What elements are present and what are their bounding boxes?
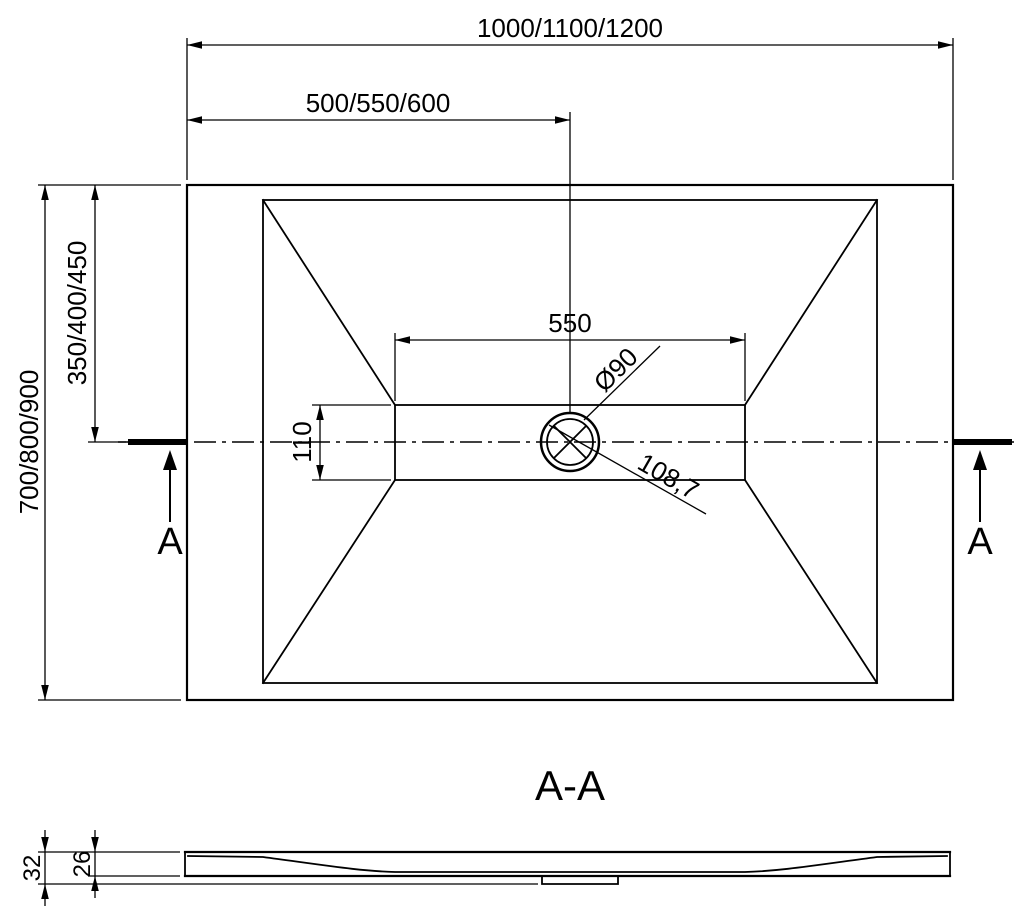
section-arrow-right: [973, 450, 987, 470]
section-label-right: A: [967, 521, 993, 563]
leader-line: [583, 345, 661, 421]
section-view-title: A-A: [535, 762, 605, 809]
dim-center-width: 500/550/600: [187, 88, 571, 413]
dim-tray-height: 26: [69, 830, 180, 898]
dim-overall-width: 1000/1100/1200: [186, 13, 954, 180]
drain-flange: [541, 875, 619, 885]
section-arrow-left: [163, 450, 177, 470]
top-view: A A 1000/1100/1200 500/550/600 700/800/9…: [14, 13, 1014, 702]
slope-edge-bottom-left: [261, 478, 397, 685]
dim-flat-zone-width: 550: [394, 308, 746, 401]
dim-drain-diagonal-label: 108,7: [633, 447, 704, 506]
dim-flat-zone-depth: 110: [287, 404, 391, 481]
dim-center-depth: 350/400/450: [62, 185, 126, 443]
slope-edge-top-right: [743, 198, 879, 407]
slope-edge-top-left: [261, 198, 397, 407]
dim-drain-diagonal: 108,7: [548, 424, 707, 515]
dim-drain-diameter: Ø90: [583, 342, 661, 421]
dim-tray-height-label: 26: [69, 851, 96, 878]
leader-line: [548, 424, 707, 515]
section-view: A-A 32 26: [19, 762, 952, 906]
dim-overall-width-label: 1000/1100/1200: [477, 13, 663, 43]
dim-flat-zone-width-label: 550: [548, 308, 591, 338]
drain-cross-line: [552, 424, 588, 460]
dim-total-height-label: 32: [19, 855, 46, 882]
dim-overall-depth: 700/800/900: [14, 184, 181, 701]
dim-center-depth-label: 350/400/450: [62, 241, 92, 386]
section-profile: [183, 850, 952, 885]
section-label-left: A: [157, 521, 183, 563]
dim-drain-diameter-label: Ø90: [588, 342, 644, 398]
dim-total-height: 32: [19, 830, 538, 906]
slope-edge-bottom-right: [743, 478, 879, 685]
basin-floor-curve: [187, 855, 948, 873]
section-cut-line: A A: [118, 439, 1014, 563]
dim-flat-zone-depth-label: 110: [287, 421, 317, 462]
dim-overall-depth-label: 700/800/900: [14, 370, 44, 515]
dim-center-width-label: 500/550/600: [306, 88, 451, 118]
